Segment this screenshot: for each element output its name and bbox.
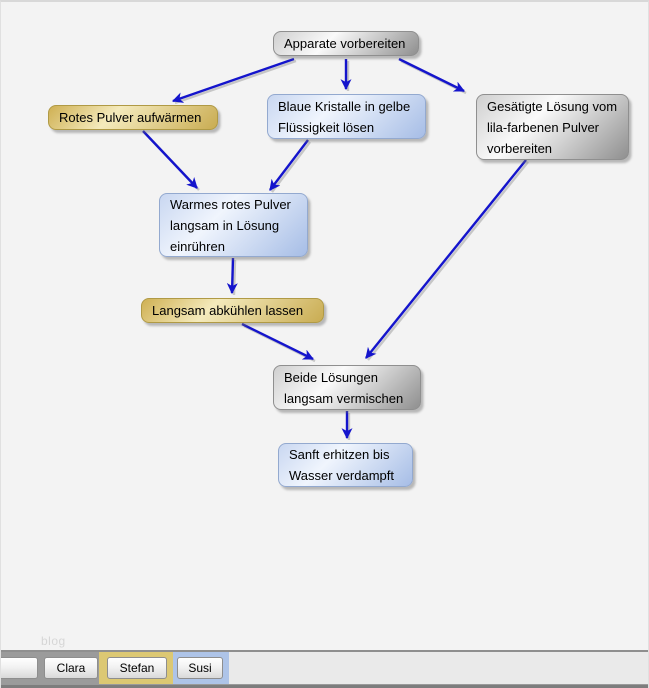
edge-shadow [367,161,529,361]
diagram-edge-apparate-to-gesaetigte-loesung[interactable] [398,57,465,93]
edge-shadow [232,259,237,296]
edge-shadow [400,59,467,95]
node-label-line: Langsam abkühlen lassen [152,303,304,318]
diagram-node-abkuehlen[interactable]: Langsam abkühlen lassen [141,298,324,323]
footer-button-susi[interactable]: Susi [177,657,223,679]
edge-shadow [243,324,316,363]
diagram-node-rotes-pulver[interactable]: Rotes Pulver aufwärmen [48,105,218,130]
diagram-edge-gesaetigte-loesung-to-vermischen[interactable] [365,159,527,359]
diagram-edge-einruehren-to-abkuehlen[interactable] [226,257,238,295]
footer-separator [1,650,648,652]
diagram-edge-rotes-pulver-to-einruehren[interactable] [142,130,198,189]
footer-button-clara[interactable]: Clara [44,657,98,679]
node-label-line: Flüssigkeit lösen [278,119,375,135]
edge-shadow [144,132,200,191]
footer-button-partial[interactable] [1,657,38,679]
node-label-line: Beide Lösungen [284,369,378,385]
diagram-node-apparate[interactable]: Apparate vorbereiten [273,31,419,56]
diagram-node-einruehren[interactable]: Warmes rotes Pulver langsam in Lösung einr… [159,193,308,257]
footer-button-stefan[interactable]: Stefan [107,657,167,679]
footer-group-blue: Susi [173,652,229,684]
node-label-line: langsam in Lösung [170,217,280,233]
node-label-line: langsam vermischen [284,390,404,406]
edge-shadow [271,141,311,193]
node-label-line: Warmes rotes Pulver [170,196,291,212]
footer-bar: Clara Stefan Susi [1,652,648,684]
window-bottom-edge [1,684,648,688]
node-label-line: Sanft erhitzen bis [289,447,390,462]
watermark-text: blog [41,634,66,648]
node-label-line: Gesätigte Lösung vom [487,98,618,114]
diagram-edge-blaue-kristalle-to-einruehren[interactable] [269,139,309,191]
footer-group-gray: Clara [1,652,99,684]
diagram-node-gesaetigte-loesung[interactable]: Gesätigte Lösung vom lila-farbenen Pulver… [476,94,629,160]
node-label-line: einrühren [170,238,225,254]
node-label-line: Rotes Pulver aufwärmen [59,110,202,125]
node-label-line: Wasser verdampft [289,468,394,483]
node-label-line: vorbereiten [487,140,553,156]
diagram-node-vermischen[interactable]: Beide Lösungen langsam vermischen [273,365,421,410]
node-label-line: Blaue Kristalle in gelbe [278,98,411,114]
node-label-line: Apparate vorbereiten [284,36,406,51]
node-label-line: lila-farbenen Pulver [487,119,600,135]
footer-group-yellow: Stefan [99,652,173,684]
diagram-edge-abkuehlen-to-vermischen[interactable] [241,322,314,361]
